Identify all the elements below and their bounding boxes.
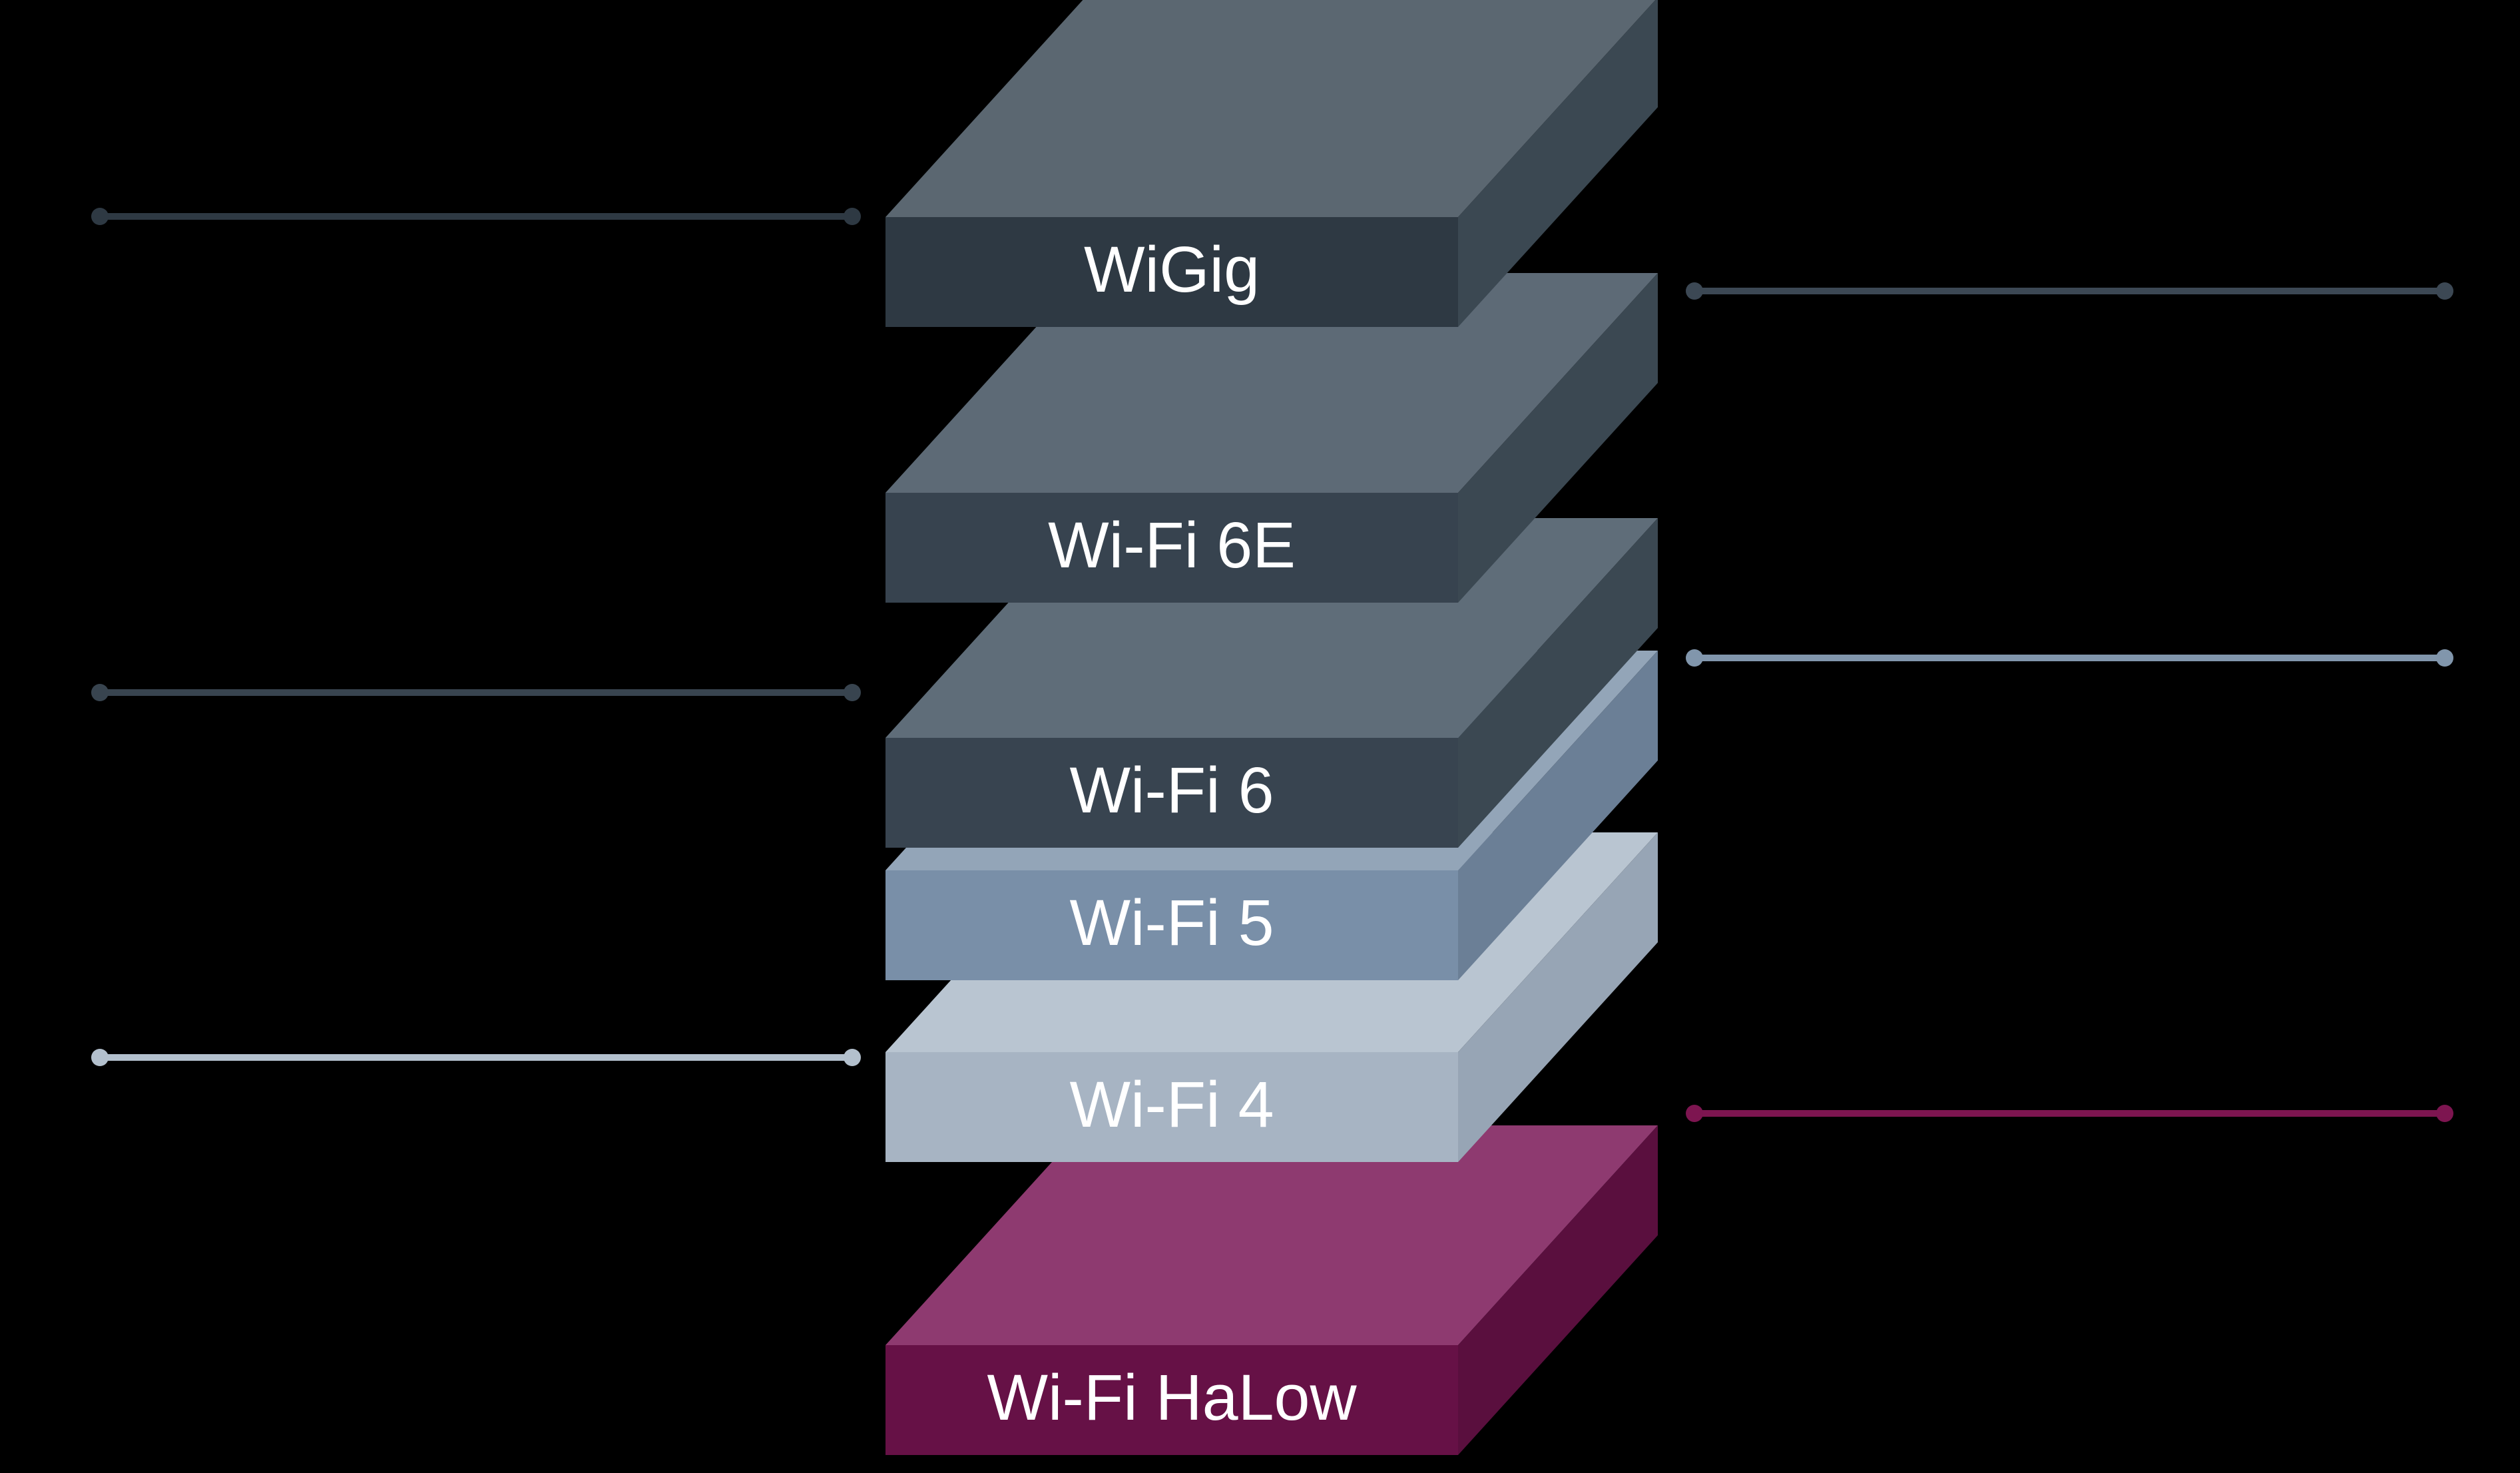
layer-side-face-wifi-6 bbox=[1458, 518, 1658, 848]
layer-side-face-wigig bbox=[1458, 0, 1658, 327]
left-connector-3[interactable] bbox=[91, 1049, 861, 1066]
right-connector-2-dot-end bbox=[2436, 649, 2453, 667]
layer-label-wifi-5: Wi-Fi 5 bbox=[1069, 886, 1274, 959]
left-connector-2-dot-end bbox=[844, 684, 861, 701]
layer-side-face-wifi-6e bbox=[1458, 273, 1658, 603]
layer-front-face-wifi-halow bbox=[885, 1345, 1458, 1455]
layer-front-face-wifi-5 bbox=[885, 870, 1458, 980]
layer-front-face-wigig bbox=[885, 217, 1458, 327]
layer-front-face-wifi-6e bbox=[885, 493, 1458, 603]
right-connector-3-dot-end bbox=[2436, 1105, 2453, 1122]
left-connector-1-dot-end bbox=[844, 208, 861, 225]
left-connector-2[interactable] bbox=[91, 684, 861, 701]
right-connector-1-dot-start bbox=[1686, 282, 1703, 300]
connector-lines-group bbox=[91, 208, 2453, 1122]
layer-slab-wigig[interactable] bbox=[885, 0, 1658, 327]
right-connector-2-dot-start bbox=[1686, 649, 1703, 667]
right-connector-1-dot-end bbox=[2436, 282, 2453, 300]
layer-top-face-wigig bbox=[885, 0, 1656, 217]
layer-side-face-wifi-4 bbox=[1458, 832, 1658, 1162]
left-connector-2-dot-start bbox=[91, 684, 109, 701]
layer-label-wifi-halow: Wi-Fi HaLow bbox=[987, 1361, 1357, 1434]
layer-side-face-wifi-5 bbox=[1458, 651, 1658, 980]
layer-stack-group bbox=[885, 0, 1658, 1455]
left-connector-1[interactable] bbox=[91, 208, 861, 225]
layer-label-wifi-6e: Wi-Fi 6E bbox=[1048, 509, 1296, 581]
left-connector-3-dot-end bbox=[844, 1049, 861, 1066]
layer-slab-wifi-6e[interactable] bbox=[885, 273, 1658, 603]
layer-label-wifi-4: Wi-Fi 4 bbox=[1069, 1068, 1274, 1141]
right-connector-2[interactable] bbox=[1686, 649, 2453, 667]
layer-label-wigig: WiGig bbox=[1084, 233, 1260, 306]
right-connector-3-dot-start bbox=[1686, 1105, 1703, 1122]
right-connector-3[interactable] bbox=[1686, 1105, 2453, 1122]
layer-side-face-wifi-halow bbox=[1458, 1125, 1658, 1455]
left-connector-3-dot-start bbox=[91, 1049, 109, 1066]
layer-top-face-wifi-halow bbox=[885, 1125, 1658, 1345]
layer-front-face-wifi-6 bbox=[885, 738, 1458, 848]
left-connector-1-dot-start bbox=[91, 208, 109, 225]
layer-slab-wifi-halow[interactable] bbox=[885, 1125, 1658, 1455]
layer-top-face-wifi-6e bbox=[885, 273, 1658, 493]
right-connector-1[interactable] bbox=[1686, 282, 2453, 300]
layer-label-wifi-6: Wi-Fi 6 bbox=[1069, 754, 1274, 826]
layer-front-face-wifi-4 bbox=[885, 1052, 1458, 1162]
